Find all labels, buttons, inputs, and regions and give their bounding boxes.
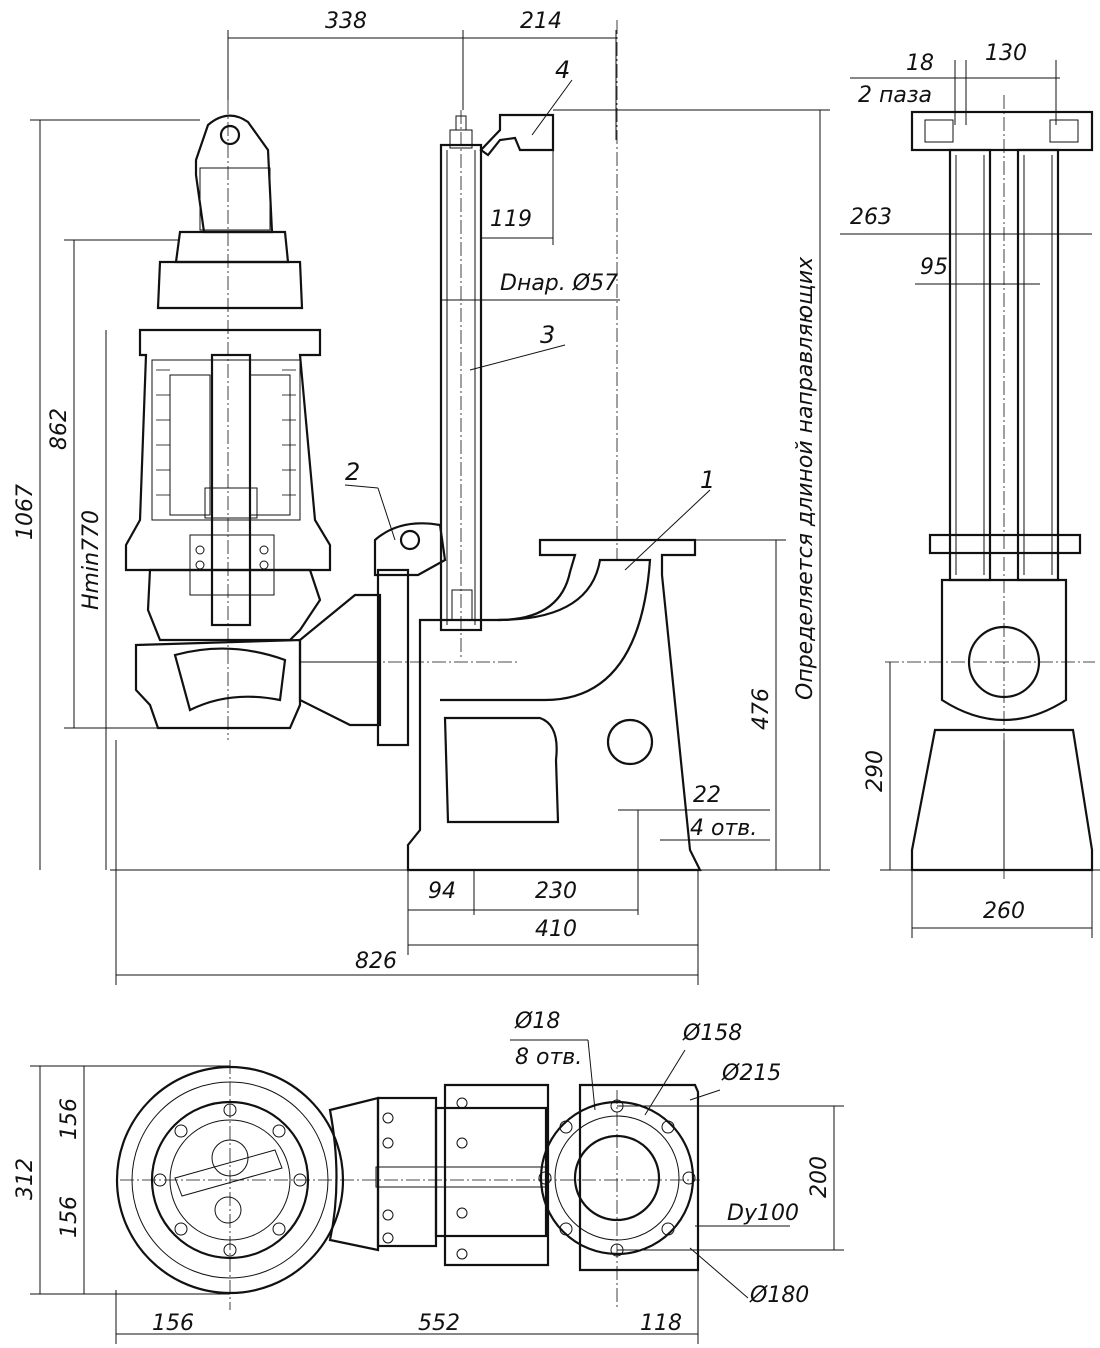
dim-410: 410 [535, 917, 577, 942]
front-dimensions [30, 30, 830, 985]
plan-dim-312: 312 [13, 1158, 38, 1200]
plan-dim-8-holes: 8 отв. [515, 1045, 582, 1070]
dim-826: 826 [355, 949, 397, 974]
dim-130: 130 [985, 41, 1027, 66]
plan-view: Ø18 8 отв. Ø158 Ø215 200 Dy100 Ø180 156 … [13, 1009, 844, 1344]
plan-dim-118: 118 [640, 1311, 682, 1336]
callout-3: 3 [540, 321, 555, 349]
plan-dim-156-base: 156 [152, 1311, 194, 1336]
dim-214: 214 [520, 9, 562, 34]
pump-unit [124, 100, 447, 747]
claw-bolts [382, 1097, 468, 1260]
dim-260: 260 [983, 899, 1025, 924]
base-elbow [300, 20, 702, 872]
callout-4: 4 [555, 56, 570, 84]
callout-1: 1 [700, 466, 715, 494]
dim-94: 94 [428, 879, 456, 904]
plan-dim-200: 200 [807, 1156, 832, 1198]
front-view: 338 214 119 Dнар. Ø57 1067 862 Hmin770 4… [13, 9, 830, 985]
dim-22: 22 [693, 783, 721, 808]
dim-1067: 1067 [13, 484, 38, 540]
dim-290: 290 [863, 750, 888, 792]
plan-dim-156-bottom: 156 [57, 1196, 82, 1238]
plan-dim-d18: Ø18 [514, 1009, 560, 1034]
dim-hmin: Hmin770 [79, 510, 104, 610]
dim-18: 18 [906, 51, 934, 76]
dim-476: 476 [749, 688, 774, 730]
dim-263: 263 [850, 205, 892, 230]
dim-2-slots: 2 паза [858, 83, 932, 108]
side-view: 18 130 2 паза 263 95 290 260 [840, 41, 1100, 938]
plan-dim-156-top: 156 [57, 1098, 82, 1140]
plan-dim-d158: Ø158 [682, 1021, 742, 1046]
guide-length-note: Определяется длиной направляющих [793, 256, 818, 700]
plan-dim-d180: Ø180 [749, 1283, 809, 1308]
guide-pipe [439, 110, 483, 660]
callout-2: 2 [345, 458, 360, 486]
dim-230: 230 [535, 879, 577, 904]
dim-338: 338 [325, 9, 367, 34]
dim-119: 119 [490, 207, 532, 232]
plan-dim-552: 552 [418, 1311, 460, 1336]
plan-dim-d215: Ø215 [721, 1061, 781, 1086]
dim-pipe-diameter: Dнар. Ø57 [500, 271, 618, 296]
dim-862: 862 [47, 408, 72, 450]
top-bracket [479, 113, 555, 157]
dim-95: 95 [920, 255, 948, 280]
plan-dim-dy100: Dy100 [727, 1201, 799, 1226]
dim-4-holes: 4 отв. [690, 816, 757, 841]
